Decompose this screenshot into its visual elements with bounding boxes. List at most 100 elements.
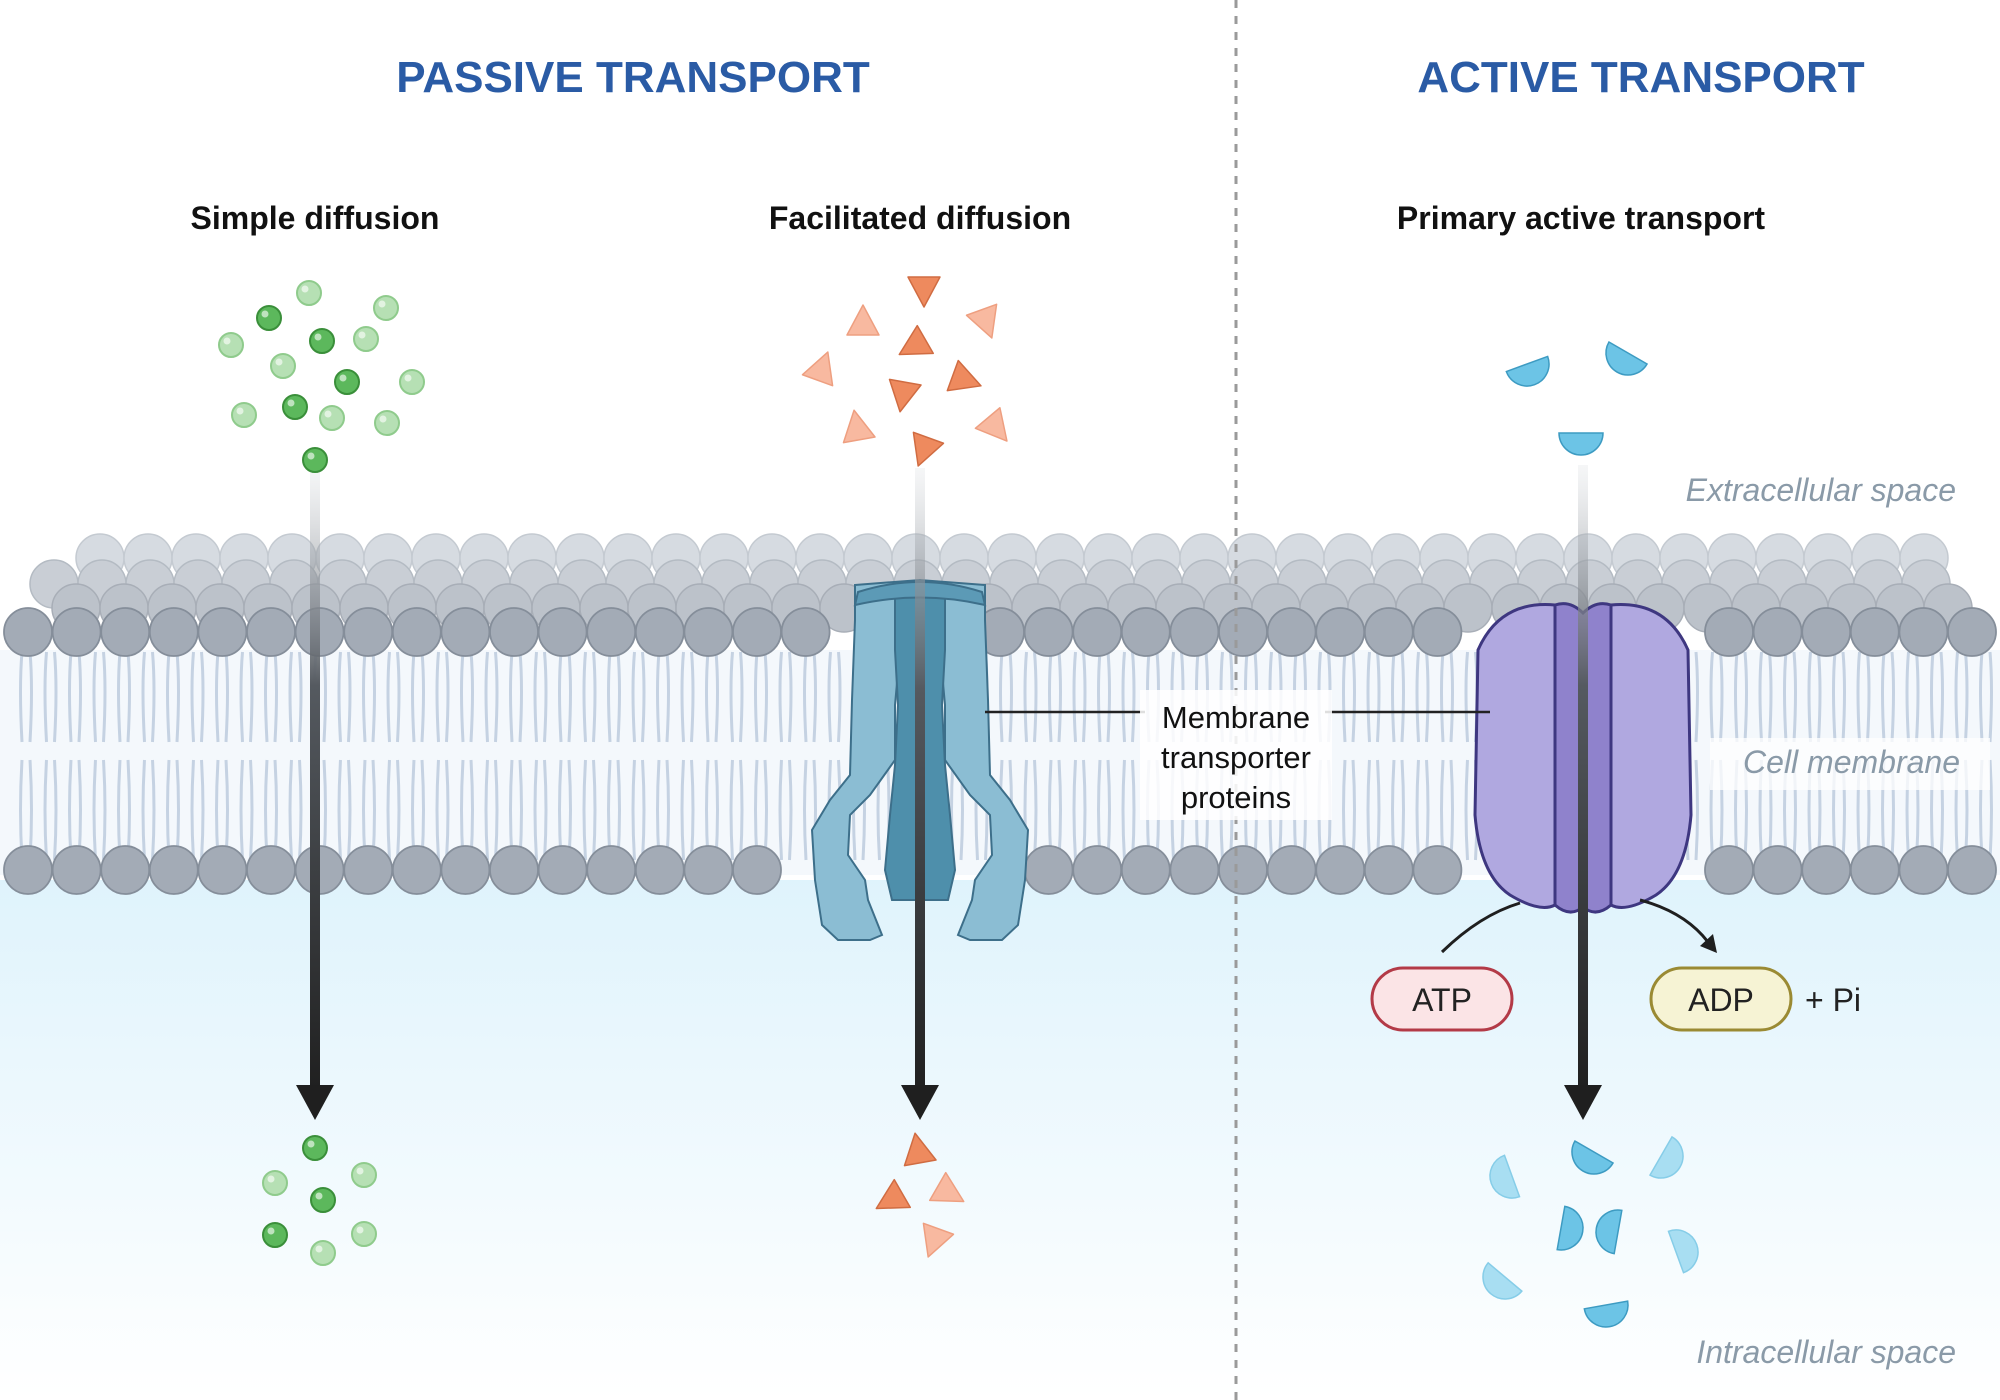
lipid-head [1704,845,1754,895]
green-molecule [282,394,308,420]
lipid-head [3,607,53,657]
lipid-tail [1905,651,1920,743]
adp-pill [1649,966,1793,1032]
lipid-tail [729,651,744,743]
lipid-tail [1415,651,1430,743]
lipid-head [1412,845,1463,895]
orange-molecule [903,1132,937,1167]
lipid-tail [215,651,229,743]
molecule-highlight [307,1140,315,1148]
lipid-tail [239,759,254,861]
blue-molecule [1558,432,1604,456]
molecule-highlight [314,333,322,341]
lipid-tail [1440,651,1454,743]
green-molecule [302,447,328,473]
lipid-tail [141,759,156,861]
orange-molecule [875,1178,912,1210]
adp-label: ADP [1688,982,1754,1018]
primary-transport-arrowhead [1564,1085,1602,1120]
blue-molecule [1595,1209,1623,1255]
lipid-head [1120,845,1171,895]
cell-membrane-label-backdrop [1710,738,1990,790]
orange-molecule [846,304,880,336]
lipid-tail [68,651,82,743]
blue-molecule [1482,1261,1523,1300]
blue-molecule [1605,340,1649,376]
lipid-tail [117,651,131,743]
lipid-head [1218,845,1268,895]
extracellular-space-label: Extracellular space [1686,472,1956,508]
green-molecule [262,1222,288,1248]
orange-molecule [888,378,922,413]
orange-molecule [912,431,945,467]
lipid-tail [533,759,548,861]
orange-molecules-intracellular [875,1132,965,1258]
lipid-tail [1342,651,1356,743]
lipid-head [391,845,442,895]
lipid-tail [582,651,597,743]
lipid-tail [631,759,646,861]
lipid-tail [1881,651,1895,743]
orange-molecule [946,359,982,392]
simple-diffusion-label: Simple diffusion [191,200,440,236]
green-molecule [310,1240,336,1266]
lipid-tail [1832,651,1846,743]
lipid-head [1704,607,1754,657]
lipid-tail [705,651,719,743]
lipid-head [3,845,53,895]
blue-molecule [1571,1139,1615,1175]
green-molecule [302,1135,328,1161]
lipid-head [683,845,734,895]
facilitated-diffusion-label: Facilitated diffusion [769,200,1071,236]
lipid-tail [264,651,278,743]
lipid-head [634,607,685,657]
lipid-tail [558,651,572,743]
blue-molecule [1667,1229,1699,1274]
lipid-tail [1023,651,1038,743]
lipid-head [1898,607,1949,657]
green-molecule [351,1221,377,1247]
lipid-tail [1048,651,1062,743]
orange-molecule [922,1222,955,1258]
lipid-tail [92,759,107,861]
primary-transport-trail [1578,465,1588,1095]
lipid-head [1412,607,1463,657]
lipid-head [586,607,637,657]
lipid-tail [1783,651,1797,743]
lipid-head [489,607,539,657]
lipid-tail [1930,651,1944,743]
lipid-head [732,845,782,895]
atp-label: ATP [1412,982,1472,1018]
green-molecules-intracellular [262,1135,377,1266]
molecule-highlight [358,331,366,339]
lipid-head [440,845,491,895]
lipid-head [391,607,442,657]
lipid-head [197,607,248,657]
orange-molecule [928,1171,965,1203]
green-molecule [231,402,257,428]
green-molecule [351,1162,377,1188]
callout-line1: Membrane [1162,700,1310,735]
molecule-highlight [236,407,244,415]
lipid-head [51,607,102,657]
lipid-tail [460,651,474,743]
lipid-head [1363,845,1414,895]
callout-label-backdrop [1140,690,1332,820]
lipid-tail [656,651,670,743]
lipid-head [1315,845,1366,895]
molecule-highlight [404,374,412,382]
lipid-heads-bottom [3,845,1997,895]
lipid-tail [1121,651,1136,743]
lipid-head [1266,845,1317,895]
molecule-highlight [356,1167,364,1175]
green-molecule [334,369,360,395]
lipid-tail [631,651,646,743]
facilitated-diffusion-trail [915,468,925,1098]
green-molecule [310,1187,336,1213]
lipid-head [148,607,199,657]
simple-diffusion-arrowhead [296,1085,334,1120]
green-molecule [270,353,296,379]
blue-molecule [1489,1154,1521,1199]
lipid-tail [43,759,58,861]
